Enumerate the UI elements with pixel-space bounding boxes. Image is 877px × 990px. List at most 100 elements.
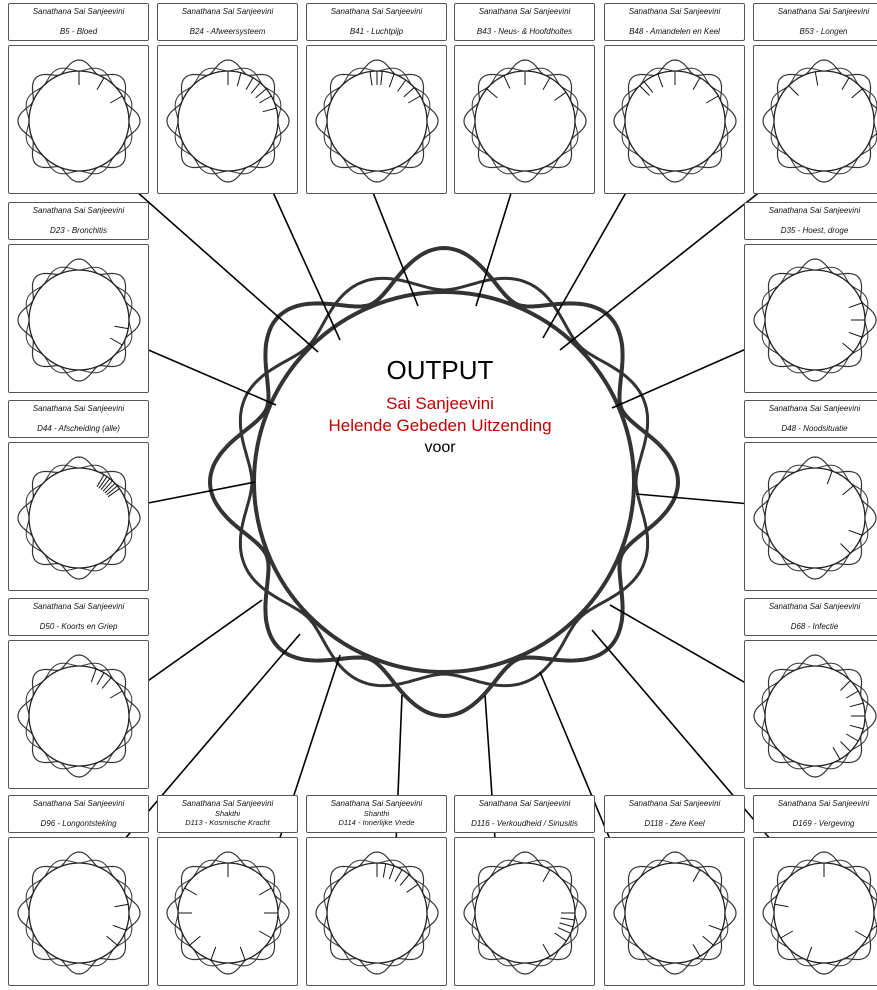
card-organization: Sanathana Sai Sanjeevini xyxy=(745,602,877,611)
connector-line xyxy=(138,482,255,505)
remedy-card: Sanathana Sai SanjeeviniD96 - Longontste… xyxy=(8,795,149,985)
card-remedy-code: D96 - Longontsteking xyxy=(9,819,148,828)
card-remedy-code: B53 - Longen xyxy=(754,27,877,36)
card-header: Sanathana Sai SanjeeviniB5 - Bloed xyxy=(8,3,149,41)
lotus-dial-icon xyxy=(17,843,141,979)
card-remedy-code: B41 - Luchtpijp xyxy=(307,27,446,36)
lotus-dial-circle xyxy=(774,863,874,963)
card-organization: Sanathana Sai Sanjeevini xyxy=(605,799,744,808)
card-header: Sanathana Sai SanjeeviniD48 - Noodsituat… xyxy=(744,400,877,438)
lotus-dial-circle xyxy=(475,863,575,963)
card-organization: Sanathana Sai Sanjeevini xyxy=(745,206,877,215)
remedy-card: Sanathana Sai SanjeeviniD169 - Vergeving xyxy=(753,795,877,985)
card-organization: Sanathana Sai Sanjeevini xyxy=(9,799,148,808)
card-lotus-panel xyxy=(744,640,877,789)
card-lotus-panel xyxy=(604,45,745,194)
card-remedy-code: D50 - Koorts en Griep xyxy=(9,622,148,631)
card-organization: Sanathana Sai Sanjeevini xyxy=(307,799,446,808)
card-remedy-code: D118 - Zere Keel xyxy=(605,819,744,828)
card-organization: Sanathana Sai Sanjeevini xyxy=(9,7,148,16)
card-remedy-code: D35 - Hoest, droge xyxy=(745,226,877,235)
card-lotus-panel xyxy=(157,837,298,986)
card-organization: Sanathana Sai Sanjeevini xyxy=(9,404,148,413)
card-lotus-panel xyxy=(157,45,298,194)
lotus-dial-icon xyxy=(753,646,877,782)
lotus-dial-circle xyxy=(29,71,129,171)
card-lotus-panel xyxy=(753,837,877,986)
card-organization: Sanathana Sai Sanjeevini xyxy=(9,206,148,215)
card-header: Sanathana Sai SanjeeviniB43 - Neus- & Ho… xyxy=(454,3,595,41)
lotus-dial-circle xyxy=(327,863,427,963)
card-lotus-panel xyxy=(8,640,149,789)
remedy-card: Sanathana Sai SanjeeviniD116 - Verkoudhe… xyxy=(454,795,595,985)
lotus-dial-icon xyxy=(17,448,141,584)
remedy-card: Sanathana Sai SanjeeviniB41 - Luchtpijp xyxy=(306,3,447,193)
card-header: Sanathana Sai SanjeeviniD68 - Infectie xyxy=(744,598,877,636)
lotus-dial-circle xyxy=(178,863,278,963)
lotus-dial-circle xyxy=(178,71,278,171)
lotus-dial-circle xyxy=(625,863,725,963)
card-lotus-panel xyxy=(8,442,149,591)
card-organization: Sanathana Sai Sanjeevini xyxy=(605,7,744,16)
lotus-dial-icon xyxy=(613,51,737,187)
lotus-dial-circle xyxy=(475,71,575,171)
lotus-dial-icon xyxy=(613,843,737,979)
card-remedy-code: D169 - Vergeving xyxy=(754,819,877,828)
card-lotus-panel xyxy=(744,442,877,591)
card-remedy-code: B43 - Neus- & Hoofdholtes xyxy=(455,27,594,36)
card-header: Sanathana Sai SanjeeviniB48 - Amandelen … xyxy=(604,3,745,41)
lotus-dial-icon xyxy=(753,448,877,584)
remedy-card: Sanathana Sai SanjeeviniD50 - Koorts en … xyxy=(8,598,149,788)
lotus-dial-icon xyxy=(166,51,290,187)
card-organization: Sanathana Sai Sanjeevini xyxy=(455,7,594,16)
lotus-dial-icon xyxy=(762,51,877,187)
remedy-card: Sanathana Sai SanjeeviniB5 - Bloed xyxy=(8,3,149,193)
connector-line xyxy=(372,190,418,306)
card-lotus-panel xyxy=(604,837,745,986)
center-circle xyxy=(254,292,634,672)
remedy-card: Sanathana Sai SanjeeviniB43 - Neus- & Ho… xyxy=(454,3,595,193)
remedy-card: Sanathana Sai SanjeeviniShanthiD114 - In… xyxy=(306,795,447,985)
card-organization: Sanathana Sai Sanjeevini xyxy=(158,7,297,16)
broadcast-title: Sai Sanjeevini xyxy=(250,393,630,415)
lotus-dial-icon xyxy=(17,250,141,386)
remedy-card: Sanathana Sai SanjeeviniD23 - Bronchitis xyxy=(8,202,149,392)
lotus-dial-circle xyxy=(327,71,427,171)
lotus-dial-icon xyxy=(762,843,877,979)
card-header: Sanathana Sai SanjeeviniD116 - Verkoudhe… xyxy=(454,795,595,833)
card-remedy-code: D23 - Bronchitis xyxy=(9,226,148,235)
lotus-dial-circle xyxy=(29,666,129,766)
card-organization: Sanathana Sai Sanjeevini xyxy=(158,799,297,808)
lotus-dial-icon xyxy=(753,250,877,386)
card-remedy-code: D116 - Verkoudheid / Sinusitis xyxy=(455,819,594,828)
card-lotus-panel xyxy=(454,837,595,986)
card-header: Sanathana Sai SanjeeviniB41 - Luchtpijp xyxy=(306,3,447,41)
lotus-dial-icon xyxy=(17,646,141,782)
card-lotus-panel xyxy=(744,244,877,393)
lotus-dial-icon xyxy=(463,51,587,187)
lotus-dial-circle xyxy=(29,468,129,568)
broadcast-for: voor xyxy=(250,437,630,459)
lotus-dial-icon xyxy=(17,51,141,187)
card-header: Sanathana Sai SanjeeviniB24 - Afweersyst… xyxy=(157,3,298,41)
card-header: Sanathana Sai SanjeeviniD50 - Koorts en … xyxy=(8,598,149,636)
lotus-dial-circle xyxy=(29,270,129,370)
card-remedy-code: D68 - Infectie xyxy=(745,622,877,631)
card-organization: Sanathana Sai Sanjeevini xyxy=(455,799,594,808)
output-title: OUTPUT xyxy=(250,355,630,385)
card-organization: Sanathana Sai Sanjeevini xyxy=(9,602,148,611)
connector-line xyxy=(612,342,762,408)
card-organization: Sanathana Sai Sanjeevini xyxy=(307,7,446,16)
center-output-label: OUTPUT Sai Sanjeevini Helende Gebeden Ui… xyxy=(250,355,630,459)
lotus-dial-icon xyxy=(315,51,439,187)
